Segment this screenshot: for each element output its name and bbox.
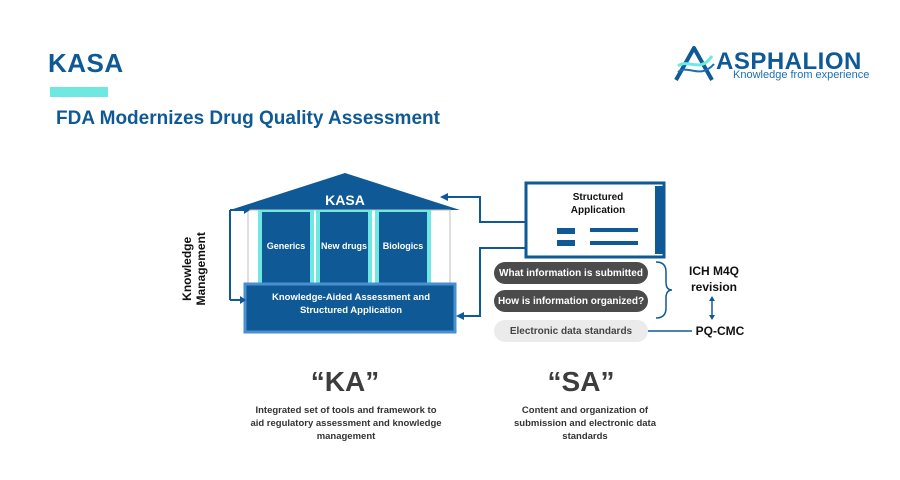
title-underline [50,87,108,97]
page-title: KASA [48,48,124,78]
logo-tagline: Knowledge from experience [733,69,870,81]
pill-what-submitted: What information is submitted [494,262,648,284]
column-label-new-drugs: New drugs [320,240,367,251]
ich-bracket [655,261,673,319]
base-label: Knowledge-Aided Assessment and Structure… [271,292,430,316]
column-label-biologics: Biologics [382,240,424,251]
column-biologics [379,212,427,284]
sa-description: Content and organization of submission a… [513,405,656,442]
column-generics [262,212,310,284]
temple-roof [230,173,460,210]
arrow-app-to-base [464,247,526,317]
page-subtitle: FDA Modernizes Drug Quality Assessment [56,108,440,129]
ka-description: Integrated set of tools and framework to… [250,405,442,442]
pq-cmc-label: PQ-CMC [695,324,745,338]
pill-data-standards: Electronic data standards [494,320,648,342]
logo-wordmark: ASPHALION [716,48,862,75]
arrow-app-to-roof [448,196,526,223]
column-newdrugs [320,212,368,284]
ich-m4q-label: ICH M4Q revision [688,264,739,295]
asphalion-logo-icon [674,46,715,81]
pill-how-organized: How is information organized? [494,290,648,312]
column-label-generics: Generics [266,240,306,251]
sa-heading: “SA” [547,366,615,397]
roof-label: KASA [325,192,365,208]
ka-heading: “KA” [310,366,380,397]
temple-base [243,282,457,334]
knowledge-management-label: Knowledge Management [180,232,208,306]
structured-application-title: Structured Application [570,192,626,216]
